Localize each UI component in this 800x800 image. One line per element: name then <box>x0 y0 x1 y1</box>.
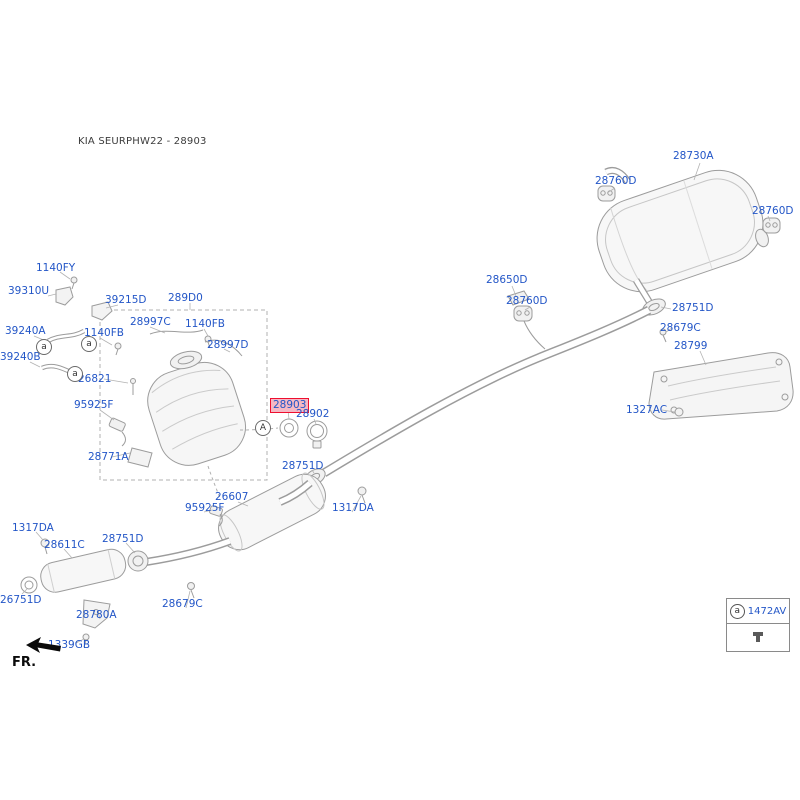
stay-bracket-drawing <box>82 599 111 629</box>
rear-hanger-left-drawing <box>597 185 616 202</box>
part-label[interactable]: 28780A <box>76 609 117 621</box>
part-label[interactable]: 28611C <box>44 539 85 551</box>
legend-callout-a: a <box>729 603 745 619</box>
group-box-289d0 <box>99 309 268 481</box>
front-label: FR. <box>12 655 37 670</box>
part-label[interactable]: 28760D <box>752 205 794 217</box>
fastener-clip-icon <box>751 628 765 647</box>
legend-part-number[interactable]: 1472AV <box>747 605 787 617</box>
part-label[interactable]: 39240A <box>5 325 46 337</box>
leader-lines <box>21 162 771 644</box>
rear-hanger-right-drawing <box>762 217 781 234</box>
center-hanger-drawing <box>507 290 546 350</box>
part-label[interactable]: 28760D <box>595 175 637 187</box>
part-label[interactable]: 1140FB <box>84 327 124 339</box>
clamp-28902-drawing <box>306 420 328 449</box>
skid-plate-drawing <box>648 352 794 420</box>
part-label[interactable]: 28760D <box>506 295 548 307</box>
part-label[interactable]: 39240B <box>0 351 41 363</box>
part-label[interactable]: 28679C <box>660 322 701 334</box>
legend-entry: a 1472AV <box>727 599 789 623</box>
part-label[interactable]: 1317DA <box>12 522 54 534</box>
part-label[interactable]: 26751D <box>0 594 42 606</box>
part-label[interactable]: 26821 <box>78 373 112 385</box>
part-label[interactable]: 289D0 <box>168 292 203 304</box>
part-label[interactable]: 26607 <box>215 491 249 503</box>
part-label[interactable]: 28751D <box>672 302 714 314</box>
part-label[interactable]: 28730A <box>673 150 714 162</box>
part-label[interactable]: 1140FB <box>185 318 225 330</box>
front-pipe-drawing <box>40 548 127 593</box>
part-label[interactable]: 28771A <box>88 451 129 463</box>
part-label[interactable]: 39310U <box>8 285 50 297</box>
part-label[interactable]: 28751D <box>282 460 324 472</box>
part-label[interactable]: 28650D <box>486 274 528 286</box>
part-label-highlighted[interactable]: 28903 <box>270 398 310 413</box>
part-label[interactable]: 28997C <box>130 316 171 328</box>
part-label[interactable]: 95925F <box>74 399 114 411</box>
gasket-28903-drawing <box>279 418 299 438</box>
front-direction-indicator: FR. <box>12 636 72 670</box>
part-label[interactable]: 1140FY <box>36 262 76 274</box>
part-label[interactable]: 1327AC <box>626 404 668 416</box>
part-label[interactable]: 28799 <box>674 340 708 352</box>
front-arrow-icon <box>26 637 61 653</box>
legend-icon-row <box>727 623 789 651</box>
part-label[interactable]: 28997D <box>207 339 249 351</box>
catalog-title: KIA SEURPHW22 - 28903 <box>78 136 207 147</box>
catalytic-converter-drawing <box>147 361 246 466</box>
legend-box: a 1472AV <box>726 598 790 652</box>
part-label[interactable]: 28679C <box>162 598 203 610</box>
part-label[interactable]: 39215D <box>105 294 147 306</box>
part-label[interactable]: 28902 <box>296 408 330 420</box>
part-label[interactable]: 28751D <box>102 533 144 545</box>
part-label[interactable]: 95925F <box>185 502 225 514</box>
part-label[interactable]: 1317DA <box>332 502 374 514</box>
